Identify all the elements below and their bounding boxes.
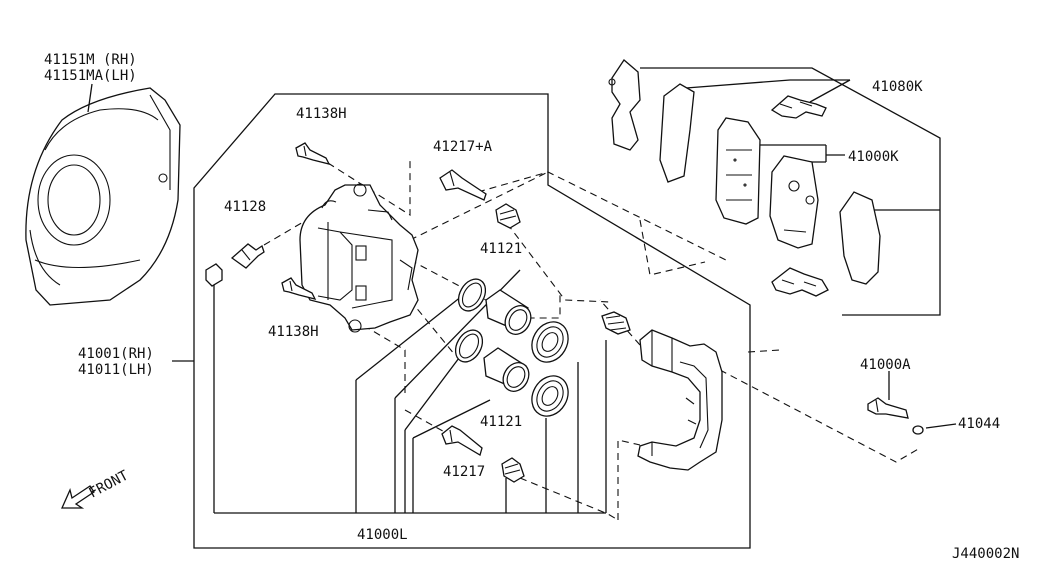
label-dust-shield-rh: 41151M (RH) [44,52,137,68]
pin-boot-middle [601,311,631,335]
pad-kit-bracket-line [640,67,941,316]
bleeder-screw [230,243,265,269]
label-piston-lower: 41121 [480,414,522,430]
label-pad-kit: 41000K [848,149,899,165]
guide-bolt-upper [295,142,331,165]
piston-upper [485,289,532,335]
guide-pin-lower [441,425,483,456]
label-mount-bolt: 41000A [860,357,911,373]
piston-seal-lower [454,329,484,363]
guide-bolt-lower [281,277,317,300]
label-bleeder-upper: 41217+A [433,139,493,155]
diagram-code: J440002N [952,546,1019,562]
label-piston-upper: 41121 [480,241,522,257]
anti-rattle-clip-lower [771,267,829,297]
mount-bolt [867,397,909,419]
assembly-dashed-lines [263,160,921,521]
pin-boot-lower [501,457,525,483]
label-bleeder-screw: 41128 [224,199,266,215]
pin-boot-upper [495,203,521,229]
caliper-assembly-frame [193,93,751,549]
caliper-body [299,183,419,333]
caliper-support-bracket [637,329,723,471]
piston-boot-upper [531,321,569,363]
label-bolt-lower: 41138H [268,324,319,340]
piston-lower [483,347,530,392]
label-bolt-upper: 41138H [296,106,347,122]
brake-pad-outer [715,117,761,225]
pad-shim-outer [608,59,641,151]
piston-seal-upper [457,278,487,312]
washer [912,425,924,435]
label-hardware-kit: 41080K [872,79,923,95]
pad-shim-rear [839,191,881,285]
label-dust-shield-lh: 41151MA(LH) [44,68,137,84]
anti-rattle-clip-upper [770,95,827,119]
front-arrow-icon [60,485,95,509]
label-bleeder-lower: 41217 [443,464,485,480]
guide-pin-upper [439,169,487,201]
brake-pad-inner [769,155,819,249]
label-caliper-rh: 41001(RH) [78,346,154,362]
bleeder-cap [205,263,223,287]
dust-shield [25,87,181,306]
piston-boot-lower [531,375,569,417]
label-front: FRONT [86,467,131,501]
label-seal-kit: 41000L [357,527,408,543]
label-caliper-lh: 41011(LH) [78,362,154,378]
label-washer: 41044 [958,416,1000,432]
pad-shim-inner [659,83,695,183]
